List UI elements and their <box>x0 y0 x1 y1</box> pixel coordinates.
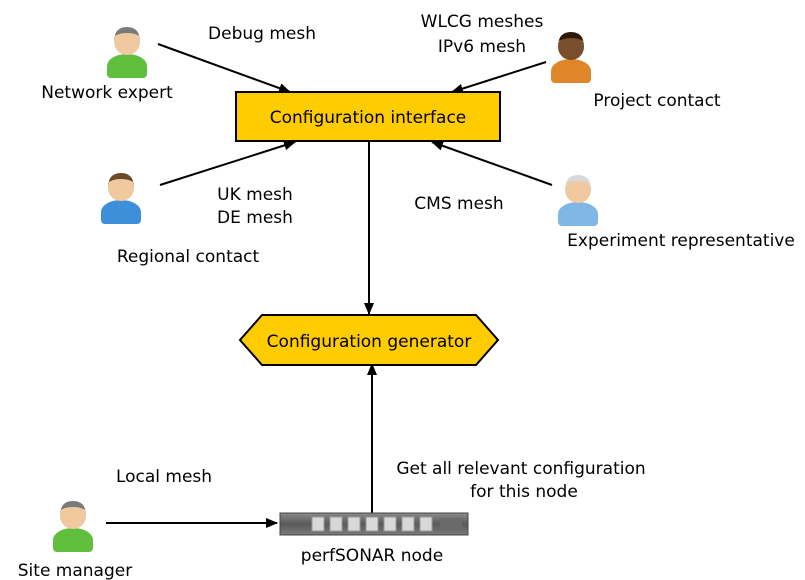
person-icon <box>101 173 141 224</box>
regional-contact-actor: Regional contact <box>101 173 260 267</box>
de-mesh-label: DE mesh <box>217 208 293 228</box>
edge-experiment-rep-to-interface <box>431 141 553 186</box>
ipv6-mesh-label: IPv6 mesh <box>438 37 526 57</box>
edge-regional-contact-to-interface <box>159 140 296 186</box>
configuration-generator-label: Configuration generator <box>267 332 472 352</box>
uk-mesh-label: UK mesh <box>217 185 293 205</box>
for-this-node-label: for this node <box>470 482 578 502</box>
debug-mesh-label: Debug mesh <box>208 24 316 44</box>
configuration-generator-box: Configuration generator <box>238 314 500 366</box>
person-icon <box>558 175 598 226</box>
regional-contact-label: Regional contact <box>117 247 260 267</box>
edge-network-expert-to-interface <box>157 43 291 93</box>
project-contact-label: Project contact <box>593 91 721 111</box>
local-mesh-label: Local mesh <box>116 467 212 487</box>
configuration-interface-box: Configuration interface <box>235 91 501 142</box>
edge-project-contact-to-interface <box>451 61 547 94</box>
experiment-representative-label: Experiment representative <box>567 231 795 251</box>
network-expert-actor: Network expert <box>41 27 173 103</box>
project-contact-actor: Project contact <box>551 32 721 111</box>
person-icon <box>107 27 147 78</box>
person-icon <box>551 32 591 83</box>
site-manager-label: Site manager <box>18 561 132 580</box>
network-expert-label: Network expert <box>41 83 173 103</box>
site-manager-actor: Site manager <box>18 501 132 580</box>
wlcg-meshes-label: WLCG meshes <box>421 12 544 32</box>
cms-mesh-label: CMS mesh <box>414 194 503 214</box>
experiment-representative-actor: Experiment representative <box>558 175 795 251</box>
get-configuration-label: Get all relevant configuration <box>396 459 645 479</box>
perfsonar-node-label: perfSONAR node <box>301 546 443 566</box>
configuration-interface-label: Configuration interface <box>270 108 467 128</box>
server-rack-icon <box>279 512 469 536</box>
person-icon <box>53 501 93 552</box>
